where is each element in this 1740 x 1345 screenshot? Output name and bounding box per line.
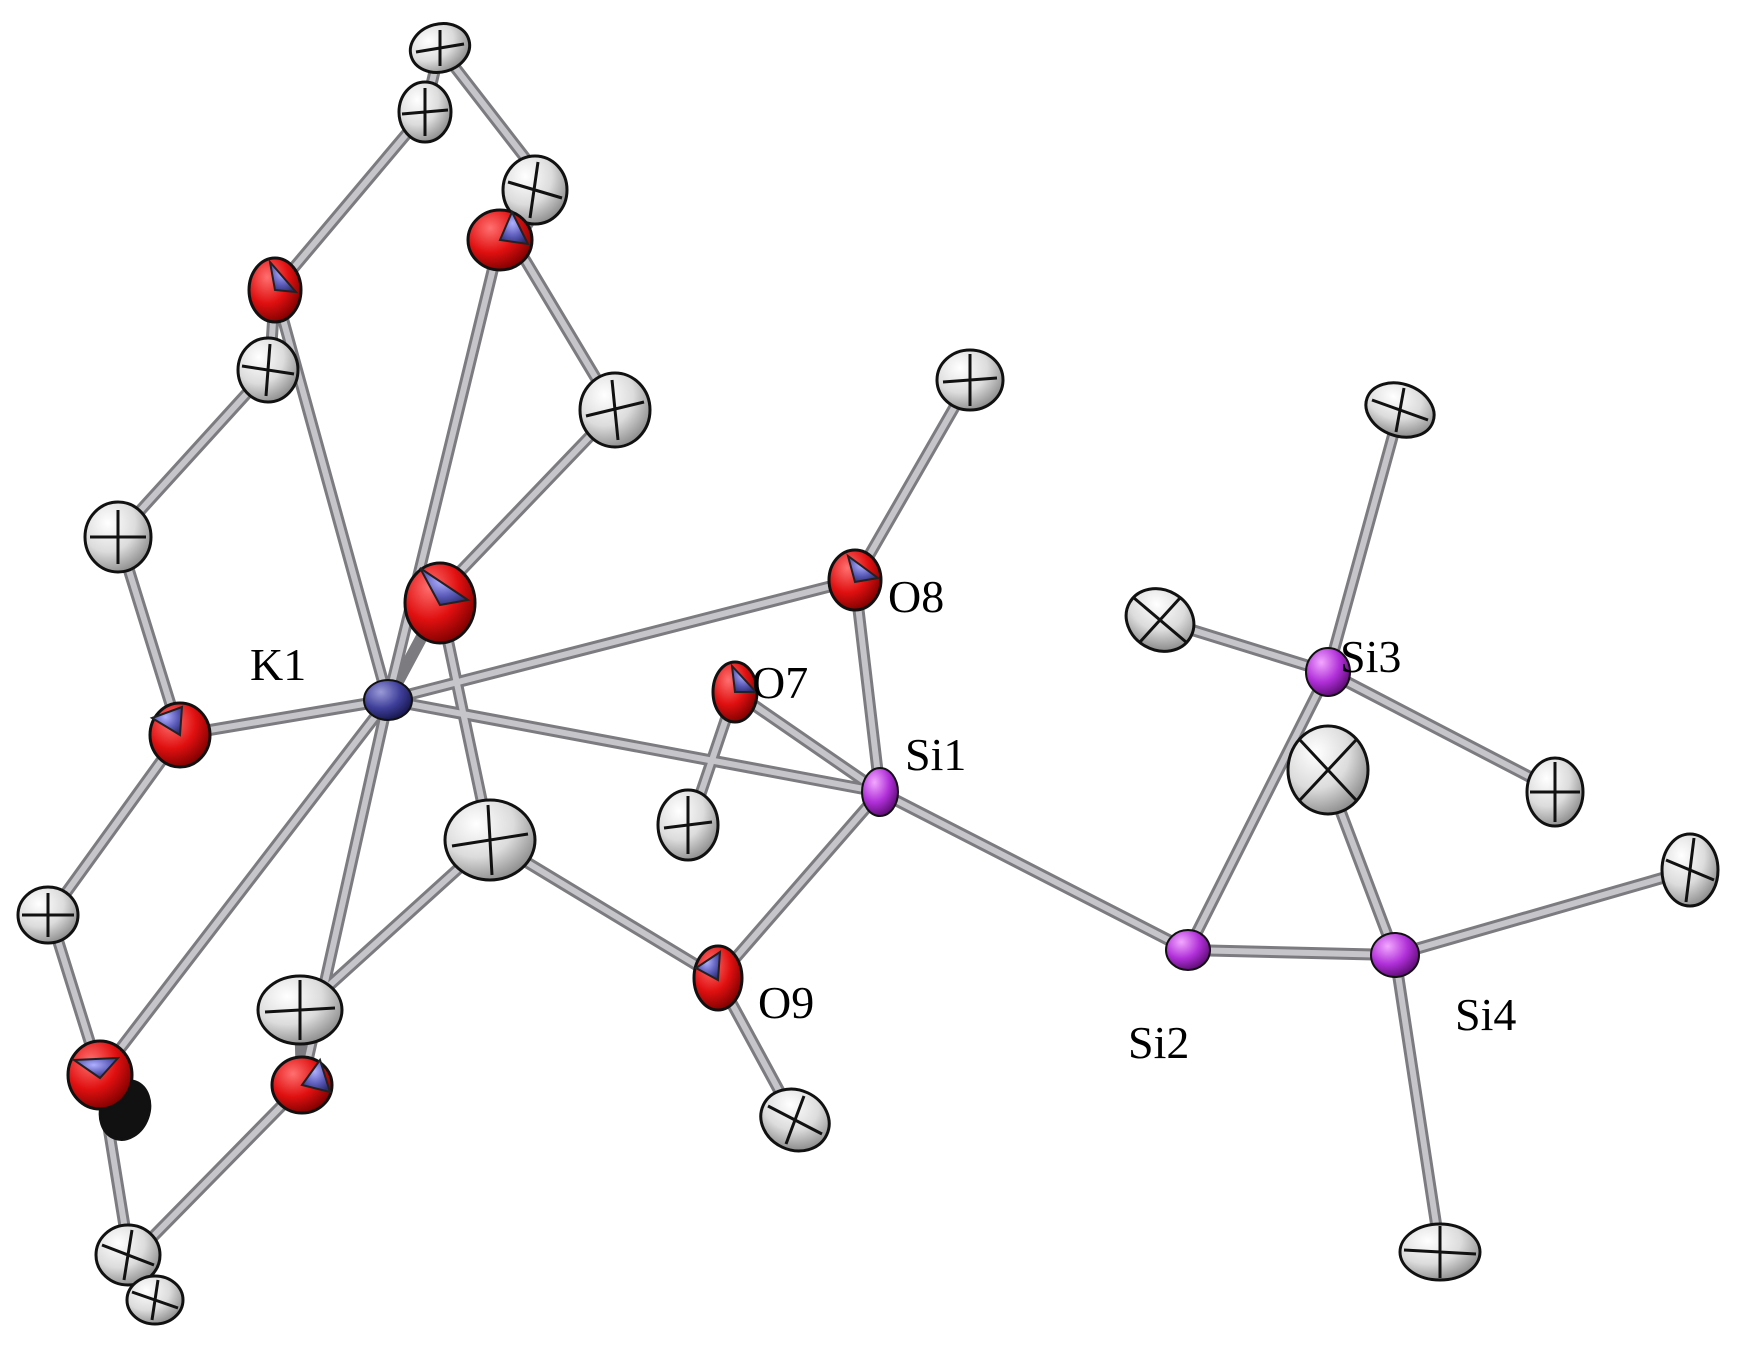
- carbon-atom: [1660, 832, 1720, 908]
- carbon-atom-layer: [16, 22, 1720, 1326]
- oxygen-atom: [247, 256, 303, 324]
- bond-K1-highlight: [385, 577, 858, 703]
- carbon-atom: [125, 1274, 185, 1326]
- carbon-atom: [94, 1223, 162, 1287]
- bond-highlight: [1392, 867, 1693, 958]
- carbon-atom: [16, 885, 80, 945]
- carbon-atom: [236, 336, 300, 404]
- atom-label-Si4: Si4: [1455, 989, 1516, 1040]
- bond-highlight: [852, 577, 883, 795]
- carbon-atom: [1525, 756, 1585, 828]
- carbon-atom: [759, 1087, 831, 1153]
- atom-label-O9: O9: [758, 977, 814, 1028]
- silicon-atom-Si3: [1305, 647, 1351, 697]
- carbon-atom: [1286, 724, 1370, 816]
- bond-highlight: [1325, 669, 1558, 793]
- bond-crown-highlight: [272, 109, 428, 293]
- bond-K1-highlight: [177, 697, 391, 738]
- silicon-atom-Si1: [861, 767, 899, 817]
- potassium-atom-K1: [363, 679, 413, 721]
- carbon-atom: [1364, 381, 1436, 439]
- oxygen-atom-O7: [711, 660, 759, 724]
- carbon-atom: [1124, 587, 1196, 653]
- oxygen-atom: [66, 1039, 134, 1111]
- bond-highlight: [1325, 407, 1403, 675]
- bond-crown-highlight: [115, 365, 273, 538]
- atom-label-layer: K1 O7 O8 Si1 O9 Si3 Si2 Si4: [250, 571, 1516, 1068]
- carbon-atom: [656, 788, 720, 862]
- bond-highlight: [1185, 669, 1331, 953]
- oxygen-atom: [466, 208, 534, 272]
- heavy-atom-layer: [363, 647, 1420, 978]
- carbon-atom: [443, 798, 537, 882]
- bond-highlight: [715, 789, 883, 981]
- bond-K1-highlight: [385, 697, 883, 795]
- atom-label-K1: K1: [250, 639, 306, 690]
- atom-label-O7: O7: [752, 657, 808, 708]
- carbon-atom: [408, 22, 472, 74]
- bond-highlight: [1185, 947, 1398, 958]
- carbon-atom: [578, 371, 652, 449]
- bond-highlight: [852, 377, 973, 583]
- bond-crown-highlight: [127, 1082, 305, 1263]
- carbon-atom: [935, 348, 1005, 412]
- oxygen-atom: [270, 1055, 334, 1115]
- bond-crown-highlight: [47, 732, 183, 918]
- oxygen-atom: [148, 701, 212, 769]
- bond-highlight: [732, 689, 883, 795]
- bond-K1-highlight: [97, 697, 391, 1078]
- atom-label-Si2: Si2: [1128, 1017, 1189, 1068]
- bond-K1-highlight: [385, 237, 503, 703]
- oxygen-atom-O9: [692, 944, 744, 1012]
- carbon-atom: [256, 974, 344, 1046]
- silicon-atom-Si4: [1370, 932, 1420, 978]
- carbon-atom: [1398, 1222, 1482, 1282]
- oxygen-atom: [403, 561, 477, 645]
- atom-label-O8: O8: [888, 571, 944, 622]
- bond-highlight: [877, 789, 1191, 953]
- oxygen-atom-layer: [66, 208, 883, 1115]
- atom-label-Si3: Si3: [1340, 631, 1401, 682]
- silicon-atom-Si2: [1165, 929, 1211, 971]
- atom-label-Si1: Si1: [905, 729, 966, 780]
- carbon-atom: [83, 500, 153, 574]
- bond-highlight: [1392, 952, 1443, 1253]
- oxygen-atom-O8: [827, 548, 883, 612]
- carbon-atom: [397, 80, 453, 144]
- carbon-atom: [501, 154, 569, 226]
